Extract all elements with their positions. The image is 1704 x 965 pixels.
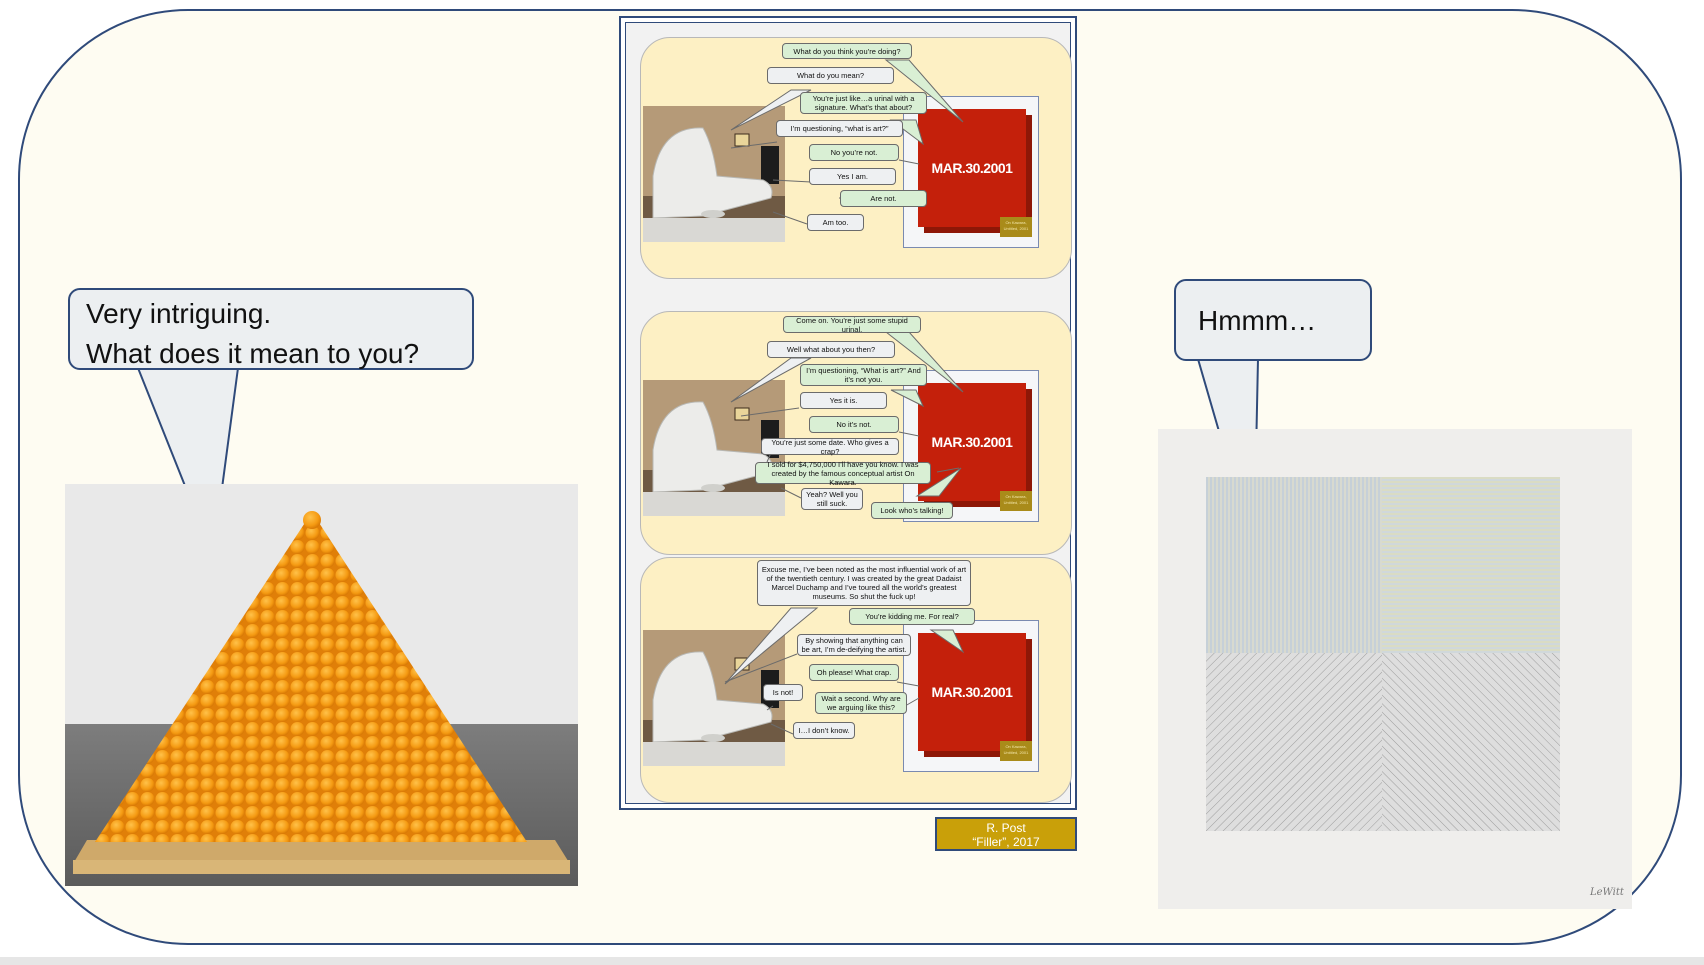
panel2-line-6: You’re just some date. Who gives a crap? bbox=[761, 438, 899, 456]
date-painting-plaque: MAR.30.2001 On Kawara, Untitled, 2001 bbox=[903, 370, 1039, 522]
comic-panel-2: MAR.30.2001 On Kawara, Untitled, 2001 Co… bbox=[640, 311, 1072, 555]
artwork-credit: R. Post “Filler”, 2017 bbox=[935, 817, 1077, 851]
comic-panel-3: MAR.30.2001 On Kawara, Untitled, 2001 Ex… bbox=[640, 557, 1072, 803]
panel3-tails bbox=[724, 607, 965, 735]
plaque-tag: On Kawara, Untitled, 2001 bbox=[1000, 741, 1032, 761]
lewitt-signature: LeWitt bbox=[1589, 887, 1625, 898]
panel2-line-7: I sold for $4,750,000 I’ll have you know… bbox=[755, 460, 931, 487]
comic-inner-frame: MAR.30.2001 On Kawara, Untitled, 2001 Wh… bbox=[625, 22, 1072, 804]
date-painting: MAR.30.2001 bbox=[918, 109, 1026, 227]
plaque-tag: On Kawara, Untitled, 2001 bbox=[1000, 217, 1032, 237]
panel2-line-5: No it’s not. bbox=[809, 416, 899, 433]
bottom-strip bbox=[0, 957, 1704, 965]
panel3-line-1: Excuse me, I’ve been noted as the most i… bbox=[757, 560, 971, 606]
panel2-tails bbox=[730, 331, 964, 499]
date-painting: MAR.30.2001 bbox=[918, 383, 1026, 501]
date-painting: MAR.30.2001 bbox=[918, 633, 1026, 751]
panel1-line-7: Are not. bbox=[840, 190, 927, 207]
panel2-line-2: Well what about you then? bbox=[767, 341, 895, 358]
panel3-line-4: Oh please! What crap. bbox=[809, 664, 899, 681]
panel3-line-6: Wait a second. Why are we arguing like t… bbox=[815, 692, 907, 714]
comic-panel-1: MAR.30.2001 On Kawara, Untitled, 2001 Wh… bbox=[640, 37, 1072, 279]
panel3-line-7: I…I don’t know. bbox=[793, 722, 855, 739]
panel2-line-3: I’m questioning, “What is art?” And it’s… bbox=[800, 364, 927, 386]
right-bubble-text: Hmmm… bbox=[1198, 305, 1317, 336]
panel3-line-2: You’re kidding me. For real? bbox=[849, 608, 975, 625]
panel2-line-1: Come on. You’re just some stupid urinal. bbox=[783, 316, 921, 334]
credit-line1: R. Post bbox=[986, 821, 1026, 835]
panel2-line-4: Yes it is. bbox=[800, 392, 887, 409]
panel1-line-6: Yes I am. bbox=[809, 168, 896, 185]
panel1-line-1: What do you think you’re doing? bbox=[782, 43, 912, 59]
orange-pyramid-photo bbox=[65, 484, 578, 886]
panel1-line-4: I’m questioning, “what is art?” bbox=[776, 120, 903, 137]
lewitt-line-drawing: LeWitt bbox=[1158, 429, 1632, 909]
credit-line2: “Filler”, 2017 bbox=[972, 835, 1040, 849]
panel3-line-5: Is not! bbox=[763, 684, 803, 701]
panel3-line-3: By showing that anything can be art, I’m… bbox=[797, 634, 911, 656]
date-painting-plaque: MAR.30.2001 On Kawara, Untitled, 2001 bbox=[903, 96, 1039, 248]
left-speech-bubble: Very intriguing. What does it mean to yo… bbox=[68, 288, 474, 370]
panel1-line-5: No you’re not. bbox=[809, 144, 899, 161]
urinal-image bbox=[643, 106, 785, 242]
panel1-line-2: What do you mean? bbox=[767, 67, 894, 84]
left-bubble-line1: Very intriguing. bbox=[86, 298, 272, 329]
right-speech-bubble: Hmmm… bbox=[1174, 279, 1372, 361]
comic-strip: MAR.30.2001 On Kawara, Untitled, 2001 Wh… bbox=[619, 16, 1077, 810]
left-bubble-line2: What does it mean to you? bbox=[86, 338, 420, 369]
panel1-line-3: You’re just like…a urinal with a signatu… bbox=[800, 92, 927, 114]
plaque-tag: On Kawara, Untitled, 2001 bbox=[1000, 491, 1032, 511]
panel2-line-9: Look who’s talking! bbox=[871, 502, 953, 519]
panel1-line-8: Am too. bbox=[807, 214, 864, 231]
panel2-line-8: Yeah? Well you still suck. bbox=[801, 488, 863, 510]
date-painting-plaque: MAR.30.2001 On Kawara, Untitled, 2001 bbox=[903, 620, 1039, 772]
